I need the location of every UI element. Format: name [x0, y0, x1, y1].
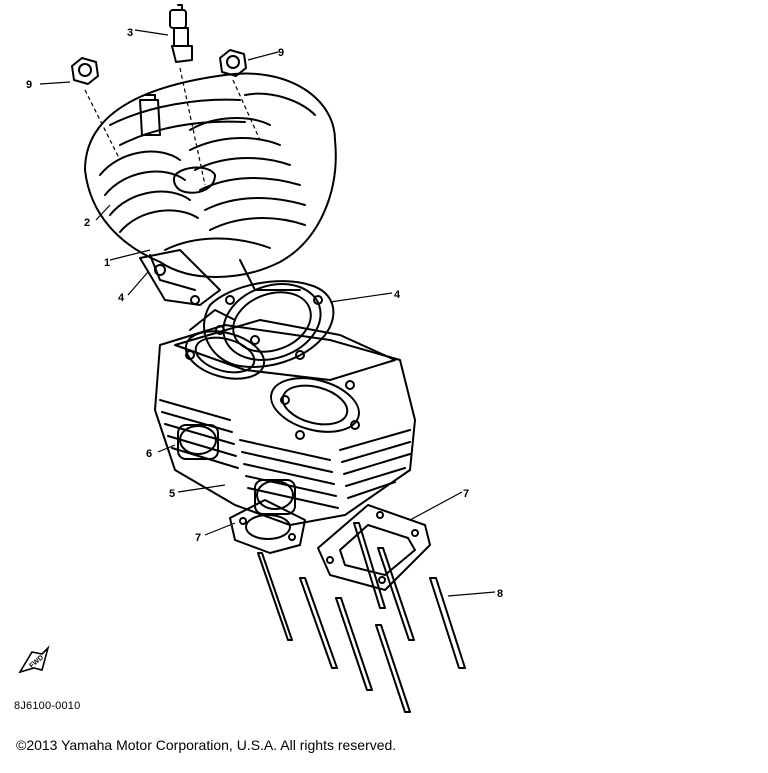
head-gasket-left [139, 249, 221, 306]
callout-9-right: 9 [278, 47, 284, 59]
forward-arrow-icon [18, 645, 50, 674]
leader-lines [39, 29, 496, 597]
cap-nut-left [71, 57, 99, 85]
callout-4-left: 4 [118, 292, 125, 304]
callout-2: 2 [84, 217, 90, 229]
copyright-notice: ©2013 Yamaha Motor Corporation, U.S.A. A… [16, 737, 397, 753]
callout-3: 3 [127, 27, 133, 39]
callout-5: 5 [169, 488, 175, 500]
cap-nut-right [219, 49, 247, 77]
callout-7-right: 7 [463, 488, 469, 500]
cylinder-head [84, 72, 337, 291]
cylinder-studs [257, 522, 466, 713]
spark-plug [169, 4, 193, 63]
callout-7-left: 7 [195, 532, 201, 544]
base-gasket-left [229, 499, 306, 554]
cylinder-block [154, 309, 416, 526]
callout-1: 1 [104, 257, 110, 269]
head-gasket-right [203, 280, 335, 368]
callout-4-right: 4 [394, 289, 401, 301]
callout-9-left: 9 [26, 79, 32, 91]
base-gasket-right [317, 504, 431, 591]
callout-8: 8 [497, 588, 503, 600]
diagram-reference-code: 8J6100-0010 [14, 700, 81, 712]
callout-6: 6 [146, 448, 152, 460]
